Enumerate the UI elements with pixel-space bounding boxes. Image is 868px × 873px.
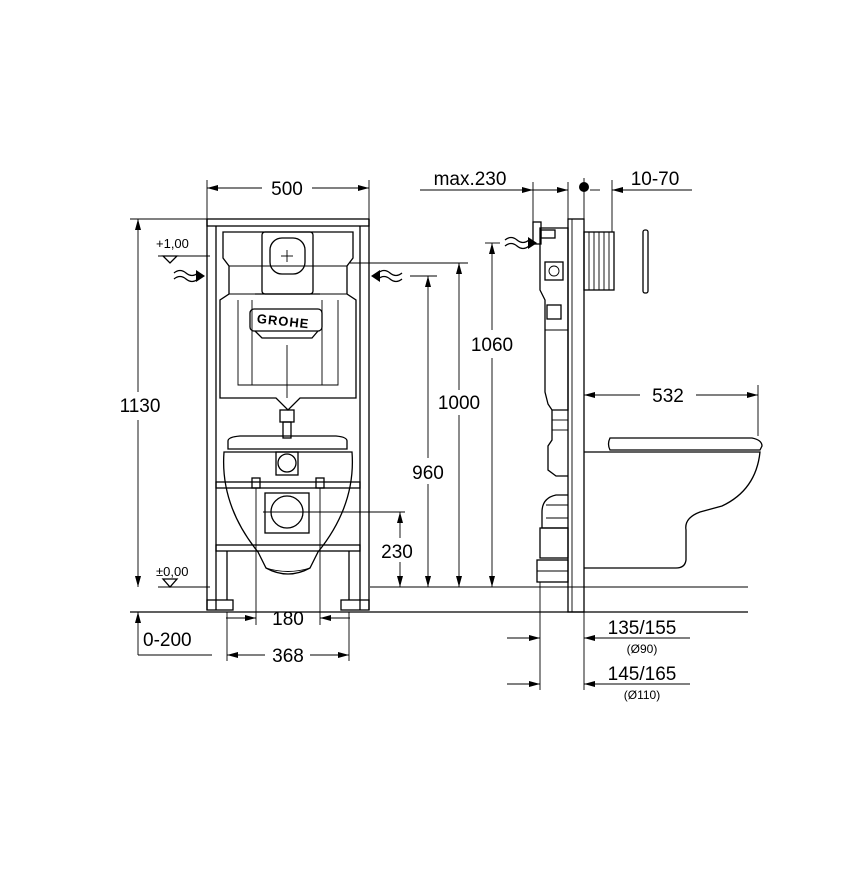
dim-drain-110 — [507, 681, 690, 687]
front-view: GROHE — [120, 179, 525, 667]
water-supply-side — [504, 221, 556, 250]
dim-height-1000 — [350, 262, 468, 587]
dim-height-960-label: 960 — [412, 463, 444, 484]
dim-wall-range — [579, 178, 692, 232]
dim-foot-adjust-label: 0-200 — [143, 630, 192, 651]
wall-plate — [583, 229, 649, 294]
dim-max-depth — [420, 182, 569, 222]
level-upper-label: +1,00 — [156, 236, 189, 251]
dim-drain-110-diameter: (Ø110) — [624, 688, 660, 702]
dim-drain-90-label: 135/155 — [608, 618, 677, 639]
dim-drain-90 — [507, 582, 690, 690]
cistern — [219, 231, 357, 411]
dim-feet-width — [226, 612, 350, 661]
flush-pipe — [279, 409, 295, 439]
dim-drain-90-diameter: (Ø90) — [627, 642, 658, 656]
dim-height-230-label: 230 — [381, 542, 413, 563]
dim-height-230 — [397, 512, 403, 587]
dim-max-depth-label: max.230 — [434, 169, 507, 190]
dim-bolt-spacing-label: 180 — [272, 609, 304, 630]
cistern-side — [539, 227, 569, 477]
dim-frame-width — [206, 180, 370, 219]
dim-height-1000-label: 1000 — [438, 393, 480, 414]
dim-total-height-label: 1130 — [120, 396, 161, 417]
level-upper-marker — [158, 255, 210, 264]
drain-pipe-side — [536, 494, 569, 583]
frame-profile — [567, 218, 585, 613]
dim-wall-range-label: 10-70 — [631, 169, 680, 190]
water-supply-left — [173, 269, 205, 283]
installation-frame — [206, 218, 370, 611]
brand-logo: GROHE — [256, 311, 310, 331]
dim-height-960 — [410, 275, 437, 587]
dim-foot-adjust — [135, 612, 212, 656]
dim-total-height — [130, 218, 207, 587]
dim-bolt-spacing — [226, 545, 350, 625]
level-floor-marker — [158, 578, 210, 588]
toilet-bowl-side — [584, 437, 763, 569]
water-supply-right — [371, 269, 403, 283]
dim-bowl-projection — [584, 385, 759, 436]
dim-height-1060 — [485, 242, 500, 587]
level-floor-label: ±0,00 — [156, 564, 188, 579]
dim-height-1060-label: 1060 — [471, 335, 513, 356]
toilet-bowl-front — [222, 435, 405, 575]
dim-bowl-projection-label: 532 — [652, 386, 684, 407]
side-view: max.230 10-70 532 135 — [420, 169, 763, 702]
dim-drain-110-label: 145/165 — [608, 664, 677, 685]
dim-frame-width-label: 500 — [271, 179, 303, 200]
dim-feet-width-label: 368 — [272, 646, 304, 667]
